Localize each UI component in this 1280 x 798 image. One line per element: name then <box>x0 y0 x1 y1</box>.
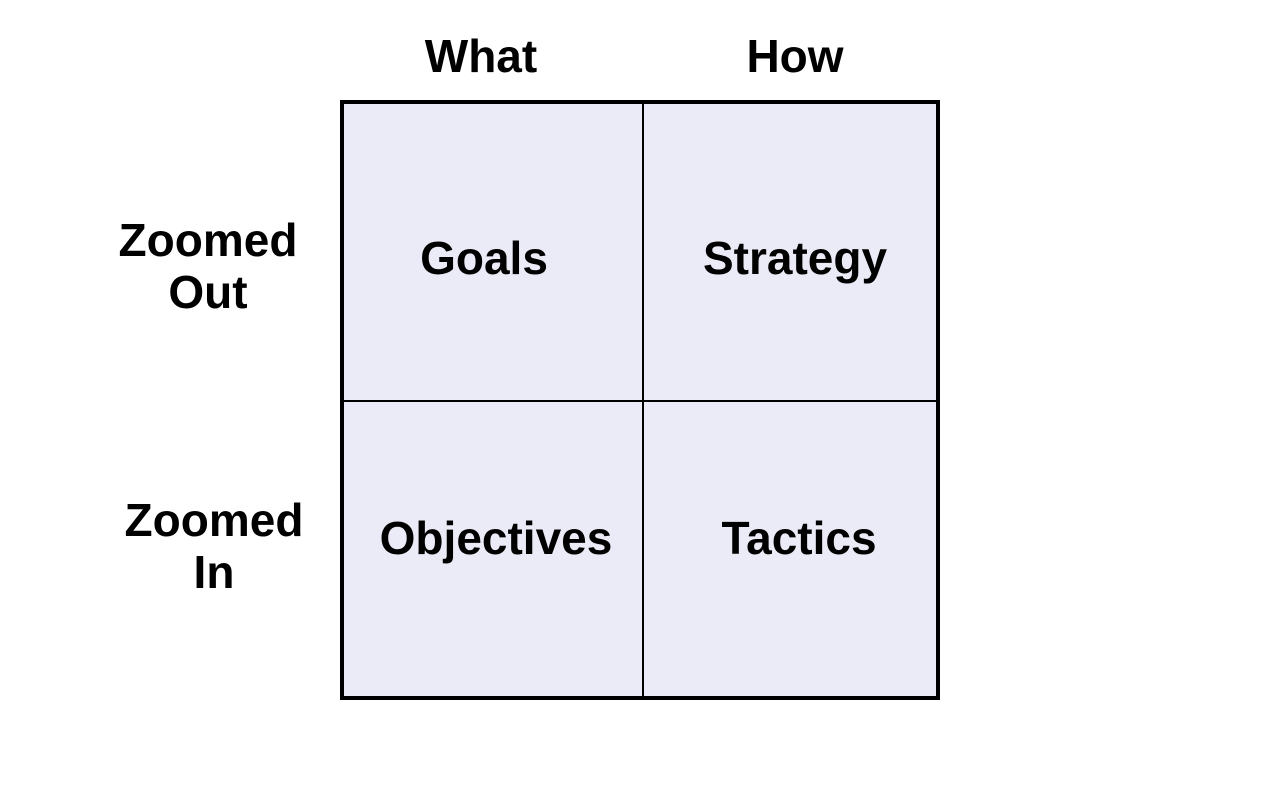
grid-horizontal-divider <box>344 400 936 402</box>
column-header-how: How <box>746 30 844 82</box>
row-header-zoomed-out: Zoomed Out <box>88 214 328 318</box>
quadrant-grid: Goals Strategy Objectives Tactics <box>340 100 940 700</box>
cell-tactics: Tactics <box>721 512 877 564</box>
row-header-zoomed-out-line2: Out <box>168 266 248 318</box>
cell-strategy: Strategy <box>702 232 888 284</box>
row-header-zoomed-in-line2: In <box>193 546 235 598</box>
row-header-zoomed-out-line1: Zoomed <box>118 214 298 266</box>
column-header-what: What <box>424 30 538 82</box>
row-header-zoomed-in-line1: Zoomed <box>124 494 304 546</box>
row-header-zoomed-in: Zoomed In <box>94 494 334 598</box>
cell-objectives: Objectives <box>379 512 613 564</box>
cell-goals: Goals <box>420 232 548 284</box>
